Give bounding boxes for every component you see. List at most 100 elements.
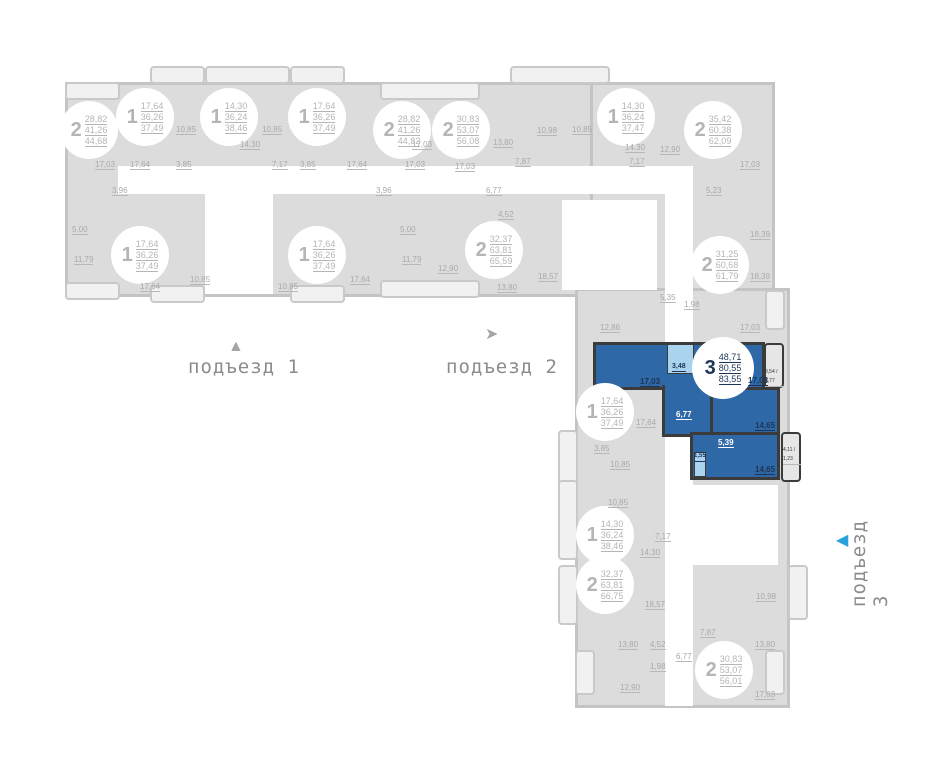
balcony [290, 66, 345, 84]
area-with-balcony: 37,47 [621, 122, 645, 134]
area-with-balcony: 37,49 [312, 122, 336, 134]
room-area: 4,52 [498, 210, 514, 220]
living-area: 30,83 [456, 113, 480, 125]
room-area: 3,85 [594, 444, 610, 454]
room-area: 14,30 [240, 140, 261, 150]
total-area: 41,26 [397, 124, 421, 136]
room-area: 3,48 [672, 363, 686, 372]
balcony [764, 343, 784, 388]
area-with-balcony: 37,49 [600, 417, 624, 429]
room-area: 3,96 [112, 186, 128, 196]
area-with-balcony: 44,82 [397, 135, 421, 147]
stair-2 [562, 200, 657, 290]
entrance-1-label[interactable]: подъезд 1 [188, 356, 300, 378]
total-area: 36,24 [224, 111, 248, 123]
right-arrow-icon: ➤ [485, 326, 499, 343]
room-area: 5,35 [660, 293, 676, 303]
room-area: 12,90 [620, 683, 641, 693]
balcony [380, 280, 480, 298]
living-area: 17,64 [312, 100, 336, 112]
room-area: 14,65 [755, 421, 776, 431]
total-area: 36,24 [621, 111, 645, 123]
entrance-3-label[interactable]: подъезд 3 [848, 519, 892, 607]
room-area: 18,39 [750, 230, 771, 240]
balcony-area: 3,54 / 1,77 [765, 368, 783, 387]
room-count: 2 [586, 573, 598, 596]
balcony [290, 285, 345, 303]
room-area: 7,87 [700, 628, 716, 638]
balcony [558, 565, 578, 625]
living-area: 17,64 [600, 395, 624, 407]
entrance-2-label[interactable]: подъезд 2 [446, 356, 558, 378]
area-with-balcony: 66,75 [600, 590, 624, 602]
living-area: 28,82 [397, 113, 421, 125]
room-area: 17,64 [130, 160, 151, 170]
balcony-area: 4,11 / 1,23 [783, 446, 801, 465]
room-area: 17,64 [350, 275, 371, 285]
total-area: 36,24 [600, 529, 624, 541]
room-count: 1 [586, 400, 598, 423]
room-area: 1,98 [650, 662, 666, 672]
living-area: 35,42 [708, 113, 732, 125]
total-area: 60,68 [715, 259, 739, 271]
room-area: 10,85 [176, 125, 197, 135]
total-area: 80,55 [718, 362, 742, 374]
total-area: 53,07 [456, 124, 480, 136]
room-area: 10,85 [572, 125, 593, 135]
room-area: 17,03 [405, 160, 426, 170]
area-with-balcony: 38,46 [224, 122, 248, 134]
room-area: 6,77 [676, 410, 692, 420]
room-count: 2 [383, 118, 395, 141]
room-area: 17,03 [640, 377, 661, 387]
room-area: 4,52 [650, 640, 666, 650]
room-count: 2 [442, 118, 454, 141]
room-area: 13,80 [755, 640, 776, 650]
total-area: 36,26 [140, 111, 164, 123]
total-area: 36,26 [135, 249, 159, 261]
corridor-west [118, 166, 678, 194]
total-area: 63,81 [489, 244, 513, 256]
balcony [575, 650, 595, 695]
room-area: 3,96 [376, 186, 392, 196]
room-area: 12,90 [660, 145, 681, 155]
room-area: 17,03 [740, 160, 761, 170]
room-area: 17,03 [740, 323, 761, 333]
area-with-balcony: 37,49 [312, 260, 336, 272]
room-area: 17,64 [347, 160, 368, 170]
living-area: 31,25 [715, 248, 739, 260]
room-count: 2 [694, 118, 706, 141]
room-area: 13,80 [618, 640, 639, 650]
room-area: 5,00 [72, 225, 88, 235]
balcony [781, 432, 801, 482]
room-area: 3,85 [176, 160, 192, 170]
area-with-balcony: 38,46 [600, 540, 624, 552]
room-area: 17,03 [412, 140, 433, 150]
